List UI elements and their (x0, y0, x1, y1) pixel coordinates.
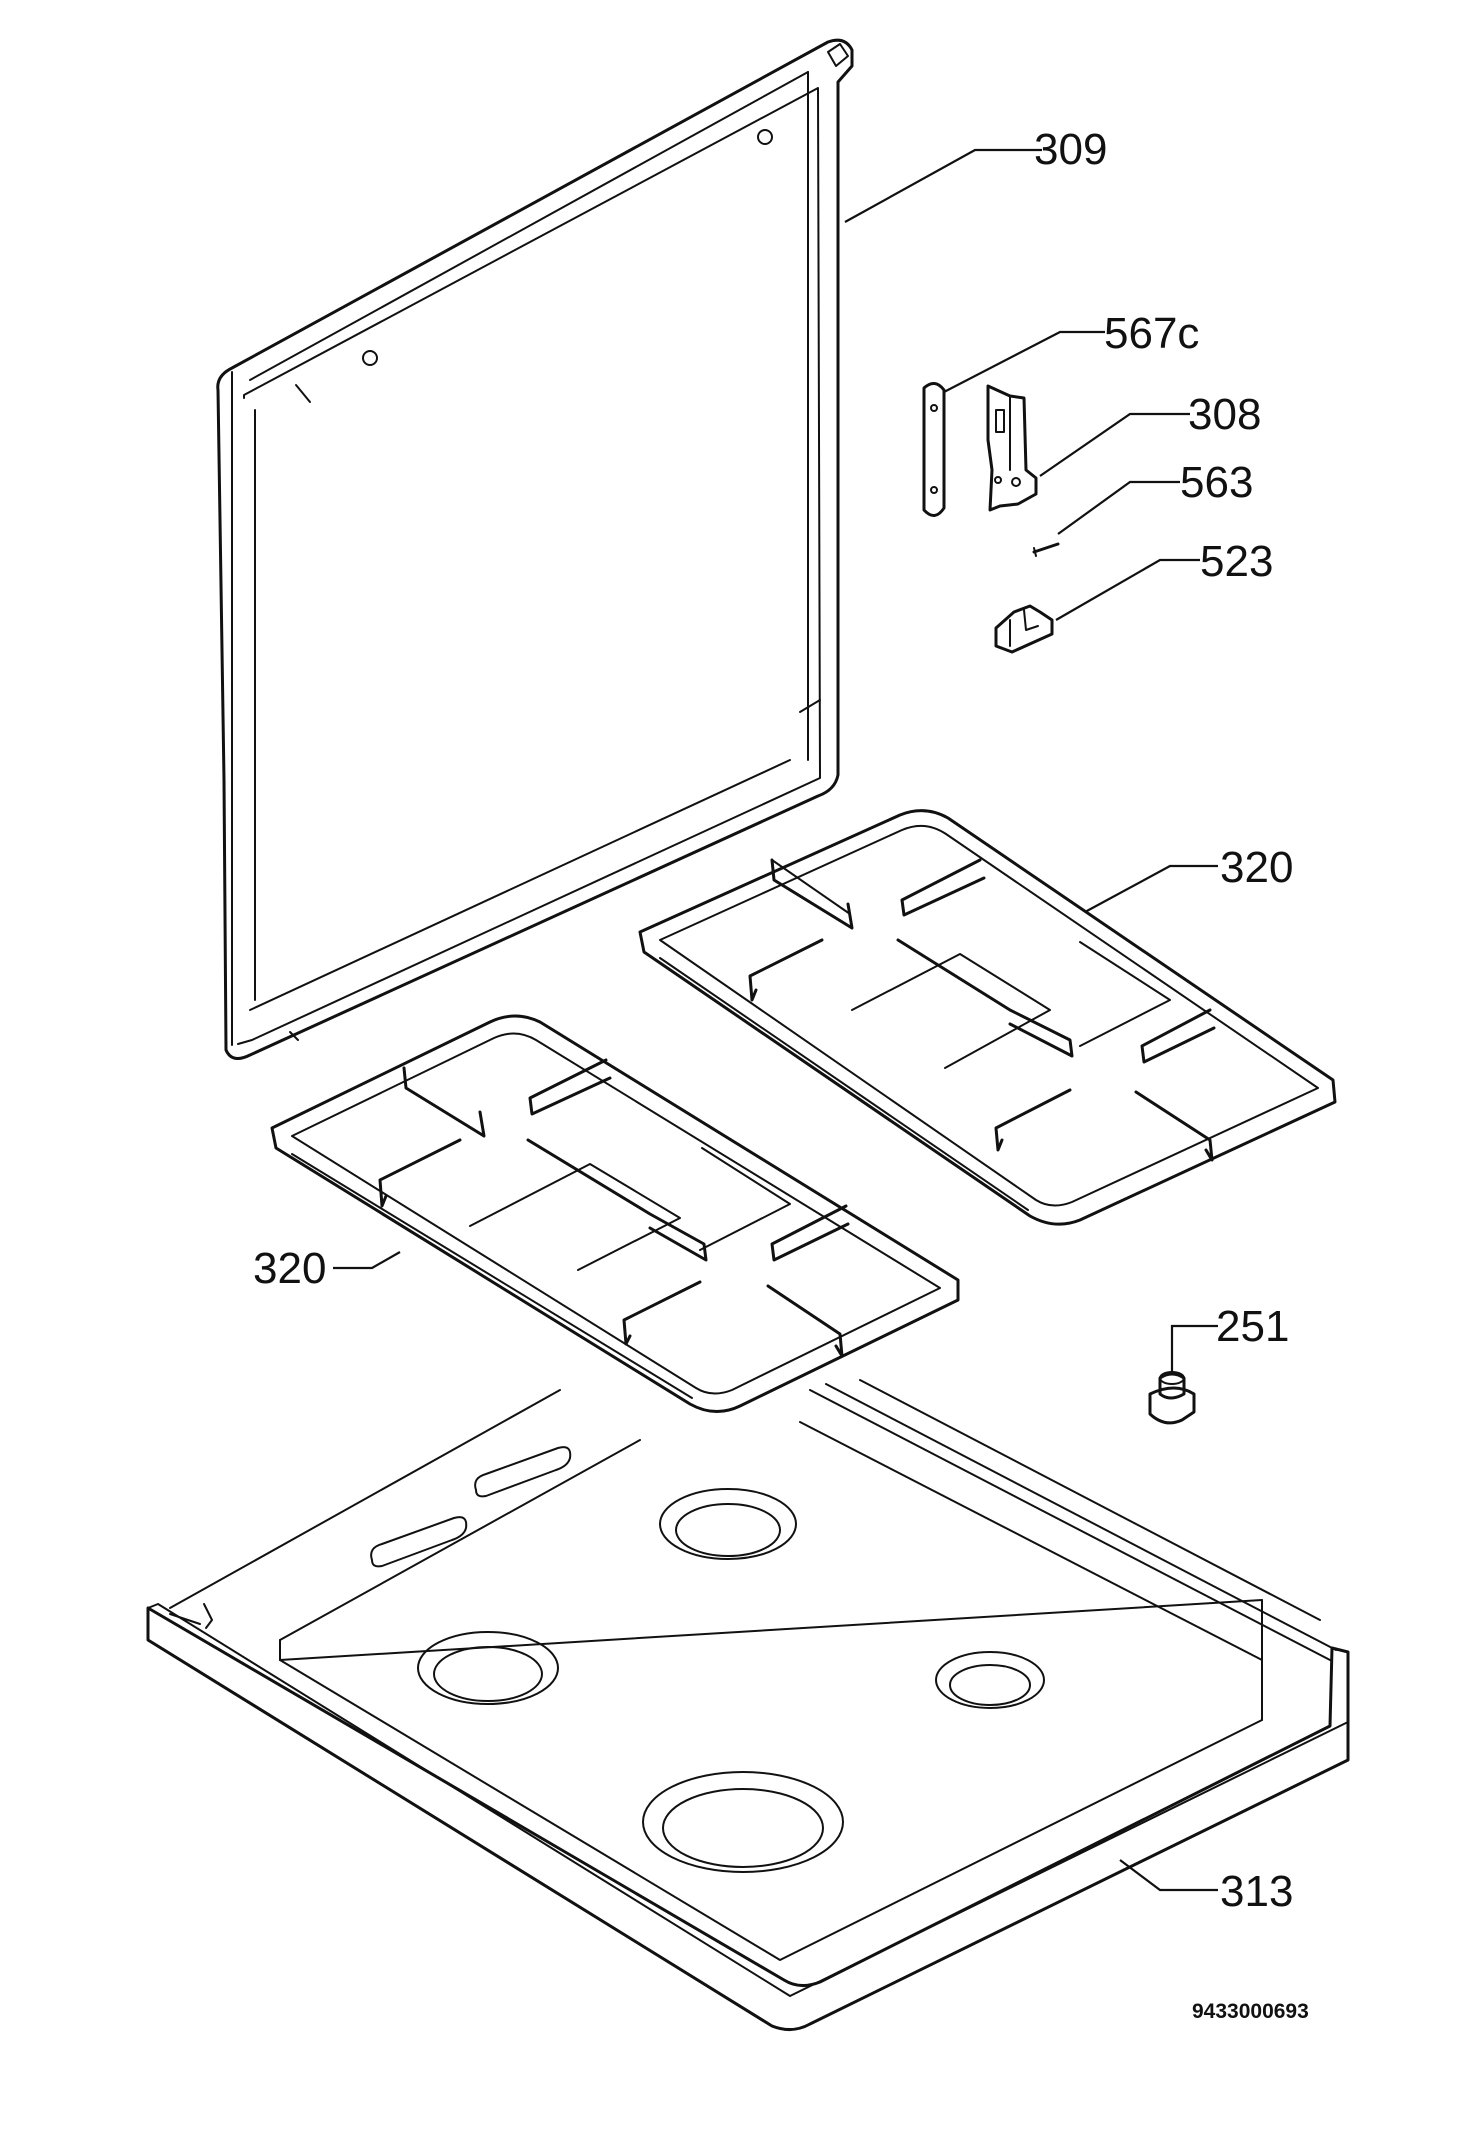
glass-lid (216, 38, 854, 1061)
pan-support-front (270, 1014, 960, 1413)
label-309: 309 (1034, 125, 1107, 174)
label-320-front: 320 (253, 1244, 326, 1293)
pan-support-rear (638, 809, 1337, 1226)
label-563: 563 (1180, 458, 1253, 507)
label-251: 251 (1216, 1302, 1289, 1351)
hob-top (146, 1379, 1350, 2031)
control-knob (1148, 1371, 1196, 1425)
hinge-pin (1032, 542, 1060, 557)
label-523: 523 (1200, 537, 1273, 586)
hinge (986, 384, 1038, 512)
part-labels: 309 567c 308 563 523 320 320 251 313 943… (253, 125, 1309, 2023)
hinge-bracket (994, 604, 1054, 654)
label-320-rear: 320 (1220, 843, 1293, 892)
hinge-plate (922, 382, 946, 517)
label-567c: 567c (1104, 309, 1199, 358)
drawing-number: 9433000693 (1192, 2000, 1309, 2023)
leader-lines (333, 148, 1218, 1892)
label-308: 308 (1188, 390, 1261, 439)
label-313: 313 (1220, 1867, 1293, 1916)
